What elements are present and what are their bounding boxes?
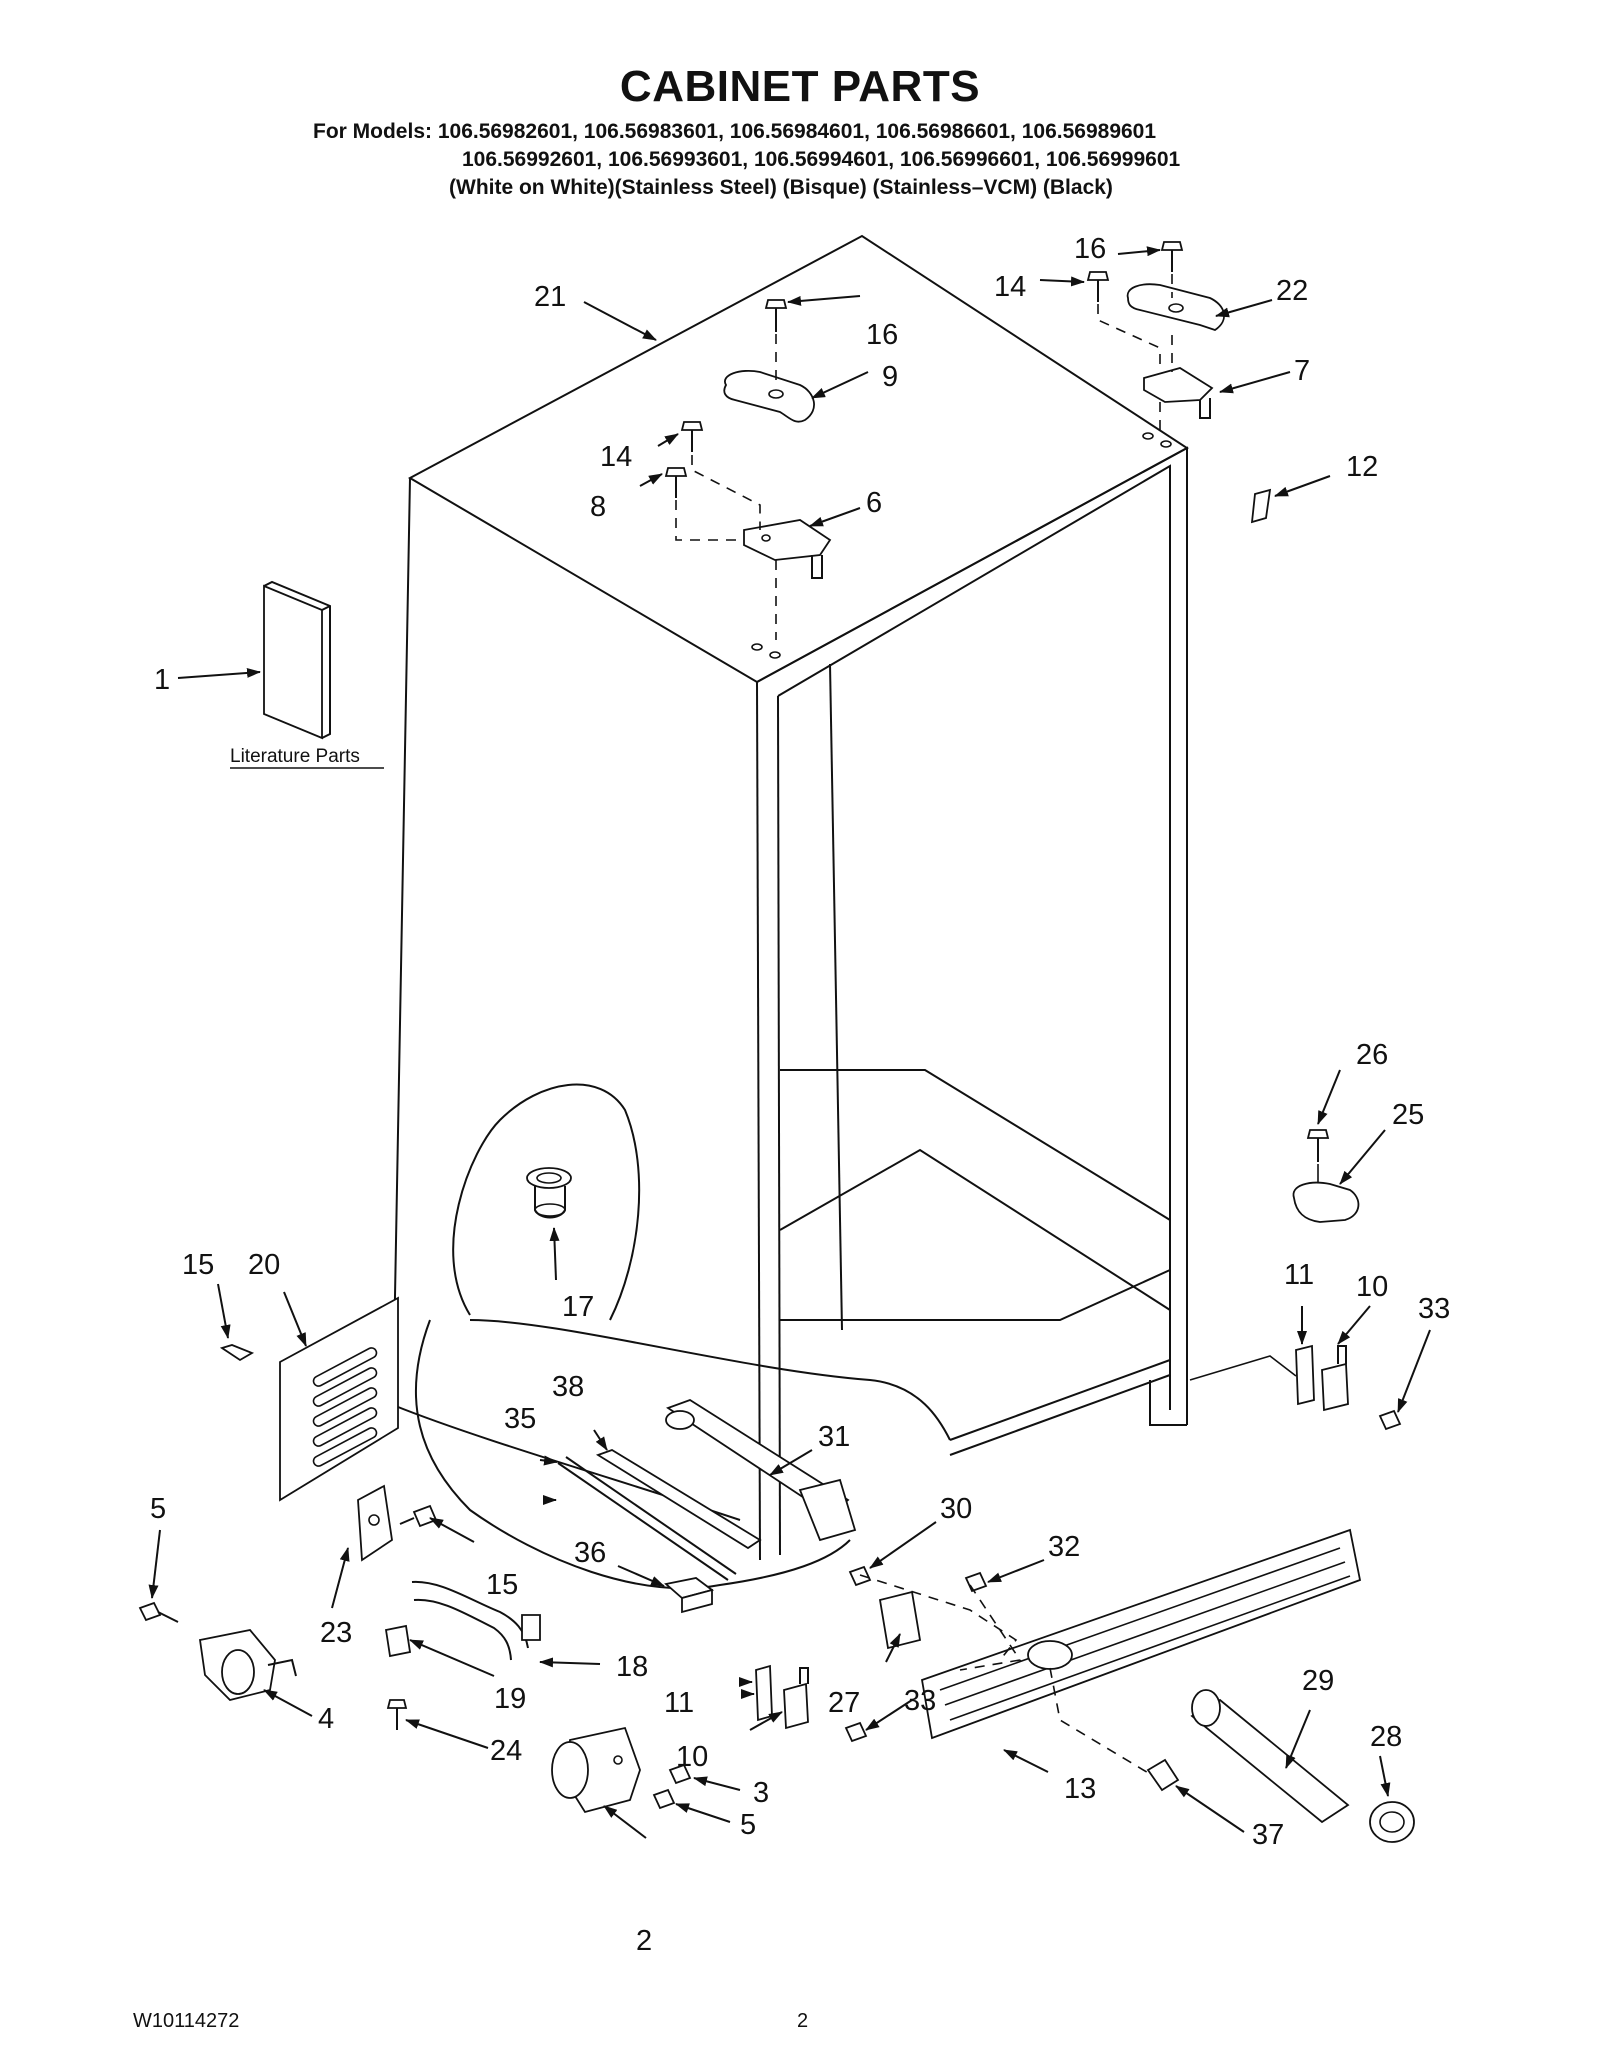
part-38-tube: [595, 1449, 762, 1550]
part-5-screw-b: [652, 1788, 676, 1810]
part-24-screw: [386, 1699, 408, 1730]
part-14-screw-a: [680, 421, 704, 452]
part-7-hinge: [1143, 367, 1214, 419]
callout-20: 20: [248, 1249, 280, 1281]
callout-22: 22: [1276, 275, 1308, 307]
part-26-screw: [1306, 1129, 1330, 1162]
callout-5b: 5: [740, 1809, 756, 1841]
part-25-hinge-bracket: [1292, 1181, 1360, 1223]
models-line-3: (White on White)(Stainless Steel) (Bisqu…: [449, 176, 1113, 199]
part-11-hinge-plate-right: [1295, 1344, 1315, 1406]
callout-14b: 14: [994, 271, 1026, 303]
callout-10b: 10: [676, 1741, 708, 1773]
part-16-screw-a: [764, 299, 788, 332]
part-10-hinge-pin-lower: [783, 1667, 809, 1730]
models-line-1: For Models: 106.56982601, 106.56983601, …: [313, 120, 1157, 143]
callout-11b: 11: [664, 1687, 694, 1719]
callout-18: 18: [616, 1651, 648, 1683]
part-27-bracket: [878, 1590, 922, 1650]
callout-5a: 5: [150, 1493, 166, 1525]
part-13-toe-grille: [920, 1528, 1362, 1740]
callout-33b: 33: [904, 1685, 936, 1717]
callout-8: 8: [590, 491, 606, 523]
callout-28: 28: [1370, 1721, 1402, 1753]
part-2-roller-front: [551, 1726, 641, 1814]
callout-3: 3: [753, 1777, 769, 1809]
part-17-grommet: [526, 1167, 572, 1219]
part-16-screw-b: [1160, 241, 1184, 272]
part-3-screw: [668, 1763, 692, 1785]
part-15-screw-b: [399, 1504, 438, 1528]
callout-16a: 16: [866, 319, 898, 351]
part-33-screw-right: [1378, 1409, 1402, 1431]
callout-33a: 33: [1418, 1293, 1450, 1325]
callout-12: 12: [1346, 451, 1378, 483]
part-35-tube: [557, 1456, 737, 1581]
part-31-filter-housing: [665, 1399, 857, 1542]
part-9-hinge-cover: [723, 370, 815, 423]
part-29-water-filter: [1190, 1689, 1350, 1824]
callout-14a: 14: [600, 441, 632, 473]
models-line-2: 106.56992601, 106.56993601, 106.56994601…: [462, 148, 1181, 171]
callout-9: 9: [882, 361, 898, 393]
callout-21: 21: [534, 281, 566, 313]
part-5-screw-a: [138, 1601, 179, 1623]
part-12-clip: [1250, 488, 1272, 524]
part-10-hinge-pin-right: [1321, 1345, 1349, 1412]
part-11-hinge-plate-lower: [755, 1664, 773, 1722]
part-30-screw: [848, 1565, 872, 1587]
callout-37: 37: [1252, 1819, 1284, 1851]
callout-19: 19: [494, 1683, 526, 1715]
part-1-literature: [263, 580, 331, 740]
document-number: W10114272: [133, 2010, 240, 2032]
cutaway-view: [414, 1083, 951, 1590]
callout-2: 2: [636, 1925, 652, 1957]
callout-25: 25: [1392, 1099, 1424, 1131]
callout-1: 1: [154, 664, 170, 696]
part-15-screw-a: [219, 1344, 255, 1362]
callout-13: 13: [1064, 1773, 1096, 1805]
callout-32: 32: [1048, 1531, 1080, 1563]
callout-4: 4: [318, 1703, 334, 1735]
callout-23: 23: [320, 1617, 352, 1649]
part-33-screw-lower: [844, 1721, 868, 1743]
part-20-rear-grille: [279, 1296, 399, 1502]
callout-36: 36: [574, 1537, 606, 1569]
callout-16b: 16: [1074, 233, 1106, 265]
part-32-screw: [964, 1571, 988, 1593]
callout-38: 38: [552, 1371, 584, 1403]
callout-30: 30: [940, 1493, 972, 1525]
callout-24: 24: [490, 1735, 522, 1767]
part-6-hinge: [743, 519, 832, 579]
callout-26: 26: [1356, 1039, 1388, 1071]
callout-7: 7: [1294, 355, 1310, 387]
callout-29: 29: [1302, 1665, 1334, 1697]
cabinet: [391, 234, 1189, 1561]
callout-31: 31: [818, 1421, 850, 1453]
callout-17: 17: [562, 1291, 594, 1323]
page-number: 2: [797, 2010, 809, 2032]
part-37-bypass-plug: [1146, 1758, 1180, 1792]
part-22-hinge-cover: [1126, 283, 1225, 331]
callout-15a: 15: [182, 1249, 214, 1281]
page-title: CABINET PARTS: [619, 62, 981, 111]
callout-11a: 11: [1284, 1259, 1314, 1291]
part-18-water-tube: [411, 1580, 541, 1661]
callout-10a: 10: [1356, 1271, 1388, 1303]
callout-35: 35: [504, 1403, 536, 1435]
part-23-bracket: [357, 1484, 393, 1562]
callout-15b: 15: [486, 1569, 518, 1601]
part-36-block: [664, 1577, 715, 1614]
callout-6: 6: [866, 487, 882, 519]
part-8-screw: [664, 467, 688, 498]
part-4-roller-left: [198, 1629, 297, 1701]
part-14-screw-b: [1086, 271, 1110, 302]
part-19-clamp: [384, 1624, 412, 1658]
callout-27: 27: [828, 1687, 860, 1719]
literature-parts-label: Literature Parts: [230, 746, 360, 767]
part-28-filter-cap: [1369, 1801, 1415, 1843]
